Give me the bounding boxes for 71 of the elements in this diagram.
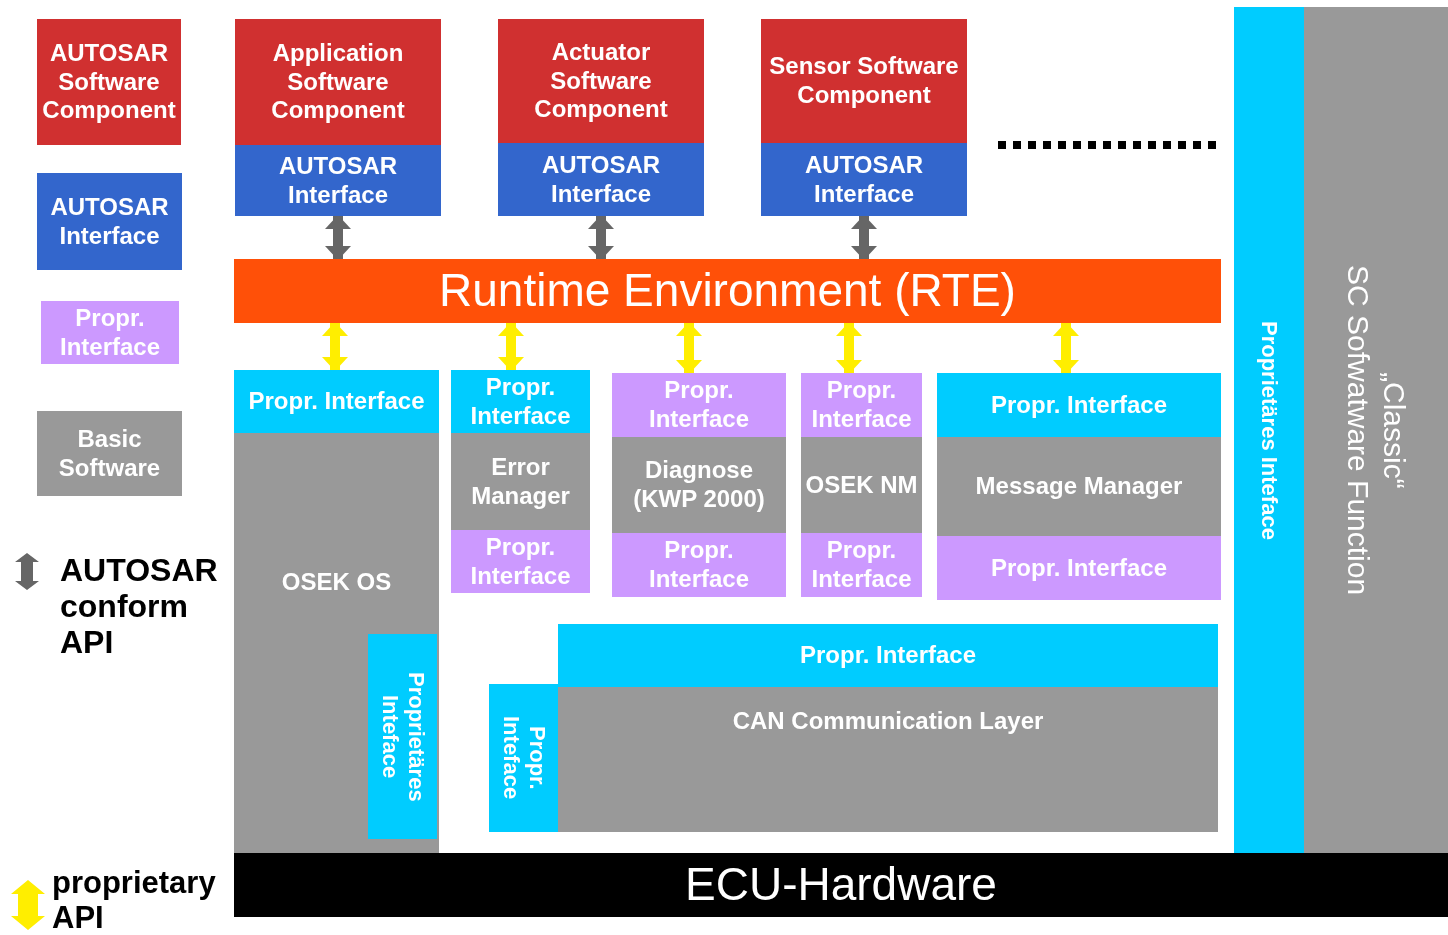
node-label: AUTOSAR Interface xyxy=(803,150,925,209)
legend-label: proprietary API xyxy=(52,866,217,935)
node-label: Sensor Software Component xyxy=(768,52,960,110)
interface-box xyxy=(489,684,558,832)
double-arrow xyxy=(325,215,351,260)
interface-box xyxy=(558,624,1218,687)
interface-box xyxy=(498,143,704,216)
module-box xyxy=(612,437,786,533)
node-label: AUTOSAR Interface xyxy=(540,150,662,209)
node-label: ECU-Hardware xyxy=(685,857,997,913)
module-box xyxy=(937,437,1221,536)
legend-label: AUTOSAR Software Component xyxy=(41,38,177,126)
node-label: Proprietäres Inteface xyxy=(1256,320,1283,540)
double-arrow xyxy=(1053,322,1079,374)
interface-box xyxy=(451,370,590,433)
interface-box xyxy=(612,373,786,437)
double-arrow xyxy=(851,215,877,260)
node-label: „Classic“ xyxy=(1377,371,1412,489)
interface-box xyxy=(761,143,967,216)
component-box xyxy=(498,19,704,143)
module-box xyxy=(451,433,590,530)
node-label: Application Software Component xyxy=(270,38,406,126)
node-label: Message Manager xyxy=(975,472,1183,501)
node-label: Propr. Interface xyxy=(810,536,913,594)
double-arrow xyxy=(588,215,614,260)
node-label: CAN Communication Layer xyxy=(732,707,1044,736)
node-label: Proprietäres Inteface xyxy=(376,670,429,804)
node-label: Propr. Interface xyxy=(469,372,572,431)
node-label: Propr. Interface xyxy=(799,641,977,670)
double-arrow xyxy=(322,322,348,371)
legend-label: AUTOSAR Interface xyxy=(49,192,170,251)
double-arrow xyxy=(498,322,524,371)
interface-box xyxy=(451,530,590,593)
node-label: Runtime Environment (RTE) xyxy=(439,263,1016,319)
legend-label: AUTOSAR conform API xyxy=(60,553,219,661)
legend-label: Propr. Interface xyxy=(58,303,161,362)
node-label: Propr. Interface xyxy=(469,532,572,591)
module-box xyxy=(234,433,439,853)
node-label: Propr. Interface xyxy=(647,376,750,434)
node-label: Propr. Interface xyxy=(990,390,1168,420)
interface-box xyxy=(234,370,439,433)
double-arrow xyxy=(676,322,702,374)
node-label: AUTOSAR Interface xyxy=(277,151,399,210)
interface-box xyxy=(612,533,786,597)
node-label: Propr. Interface xyxy=(810,376,913,434)
module-box xyxy=(558,687,1218,832)
node-label: Propr. Interface xyxy=(248,387,425,416)
node-label: Propr. Interface xyxy=(990,553,1168,583)
node-label: Actuator Software Component xyxy=(533,37,669,125)
double-arrow xyxy=(836,322,862,374)
component-box xyxy=(235,19,441,145)
node-label: Diagnose (KWP 2000) xyxy=(632,456,766,514)
module-box xyxy=(1304,7,1448,853)
node-label: OSEK NM xyxy=(805,470,918,500)
interface-box xyxy=(368,634,437,839)
node-label: Propr. Inteface xyxy=(497,715,550,802)
interface-box xyxy=(801,533,922,597)
legend-label: Basic Software xyxy=(57,424,162,483)
interface-box xyxy=(937,536,1221,600)
hardware-bar xyxy=(234,853,1448,917)
interface-box xyxy=(235,145,441,216)
node-label: Propr. Interface xyxy=(647,536,750,594)
interface-box xyxy=(801,373,922,437)
interface-box xyxy=(1234,7,1304,853)
node-label: OSEK OS xyxy=(281,568,392,597)
module-box xyxy=(801,437,922,533)
rte-bar xyxy=(234,259,1221,323)
node-label: SC Sofwatware Function xyxy=(1341,264,1376,596)
node-label: Error Manager xyxy=(470,452,571,511)
component-box xyxy=(761,19,967,143)
interface-box xyxy=(937,373,1221,437)
